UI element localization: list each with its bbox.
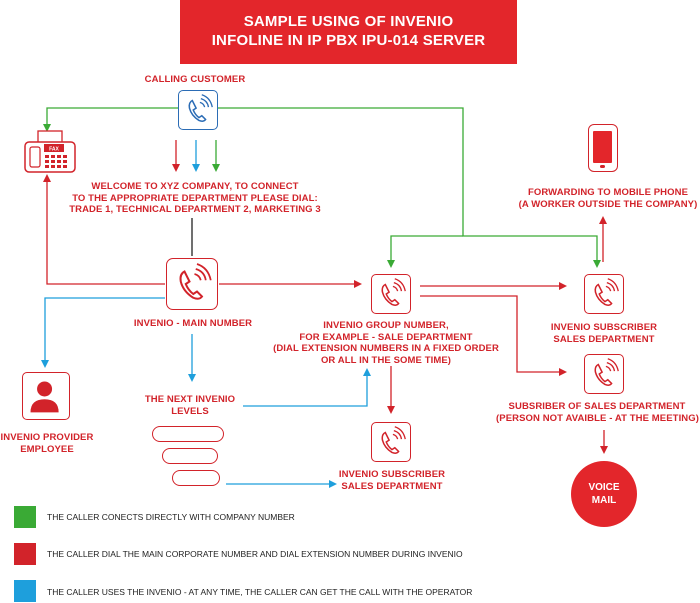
red-line-to-fax [43,174,165,285]
page-title: SAMPLE USING OF INVENIO INFOLINE IN IP P… [180,0,517,64]
welcome-line-1: WELCOME TO XYZ COMPANY, TO CONNECT [91,181,299,192]
subscriber-right-phone-icon [584,274,624,314]
level-bar-3 [172,470,220,486]
welcome-message: WELCOME TO XYZ COMPANY, TO CONNECT TO TH… [60,181,330,216]
person-icon [22,372,70,420]
group-number-line-3: (DIAL EXTENSION NUMBERS IN A FIXED ORDER [273,343,499,354]
main-number-label: INVENIO - MAIN NUMBER [133,318,253,329]
group-number-label: INVENIO GROUP NUMBER, FOR EXAMPLE - SALE… [266,320,506,366]
welcome-line-3: TRADE 1, TECHNICAL DEPARTMENT 2, MARKETI… [69,204,321,215]
provider-label: INVENIO PROVIDER EMPLOYEE [0,432,94,455]
calling-customer-phone-icon [178,90,218,130]
subscriber-right-line-2: SALES DEPARTMENT [553,333,655,345]
fax-machine-icon: FAX [24,130,76,174]
group-number-line-4: OR ALL IN THE SOME TIME) [320,354,452,366]
subscriber-absent-line-2: (PERSON NOT AVAIBLE - AT THE MEETING) [496,412,700,424]
subscriber-right-line-1: INVENIO SUBSCRIBER [550,322,658,333]
legend-text-red: THE CALLER DIAL THE MAIN CORPORATE NUMBE… [47,549,463,559]
forwarding-line-1: FORWARDING TO MOBILE PHONE [527,187,689,198]
group-number-phone-icon [371,274,411,314]
blue-line-to-provider [41,297,165,368]
voicemail-badge: VOICE MAIL [571,461,637,527]
title-line-1: SAMPLE USING OF INVENIO [243,13,454,30]
legend-text-blue: THE CALLER USES THE INVENIO - AT ANY TIM… [47,587,473,597]
blue-line-levels-to-group [243,368,371,407]
title-line-2: INFOLINE IN IP PBX IPU-014 SERVER [211,32,486,49]
legend-text-green: THE CALLER CONECTS DIRECTLY WITH COMPANY… [47,512,295,522]
red-line-group-absent [420,295,567,376]
main-number-phone-icon [166,258,218,310]
forwarding-label: FORWARDING TO MOBILE PHONE (A WORKER OUT… [516,187,700,210]
subscriber-absent-phone-icon [584,354,624,394]
voicemail-line-1: VOICE [588,482,620,493]
level-bar-1 [152,426,224,442]
group-number-line-1: INVENIO GROUP NUMBER, [323,320,449,331]
calling-customer-label: CALLING CUSTOMER [144,74,246,85]
provider-line-2: EMPLOYEE [20,443,74,455]
subscriber-bottom-line-2: SALES DEPARTMENT [341,480,443,492]
subscriber-bottom-phone-icon [371,422,411,462]
next-levels-label: THE NEXT INVENIO LEVELS [130,394,250,417]
subscriber-bottom-label: INVENIO SUBSCRIBER SALES DEPARTMENT [330,469,454,492]
voicemail-line-2: MAIL [591,495,617,506]
forwarding-line-2: (A WORKER OUTSIDE THE COMPANY) [518,198,698,210]
subscriber-absent-line-1: SUBSRIBER OF SALES DEPARTMENT [508,401,686,412]
subscriber-bottom-line-1: INVENIO SUBSCRIBER [338,469,446,480]
provider-line-1: INVENIO PROVIDER [0,432,94,443]
fax-label: FAX [49,147,59,153]
welcome-line-2: TO THE APPROPRIATE DEPARTMENT PLEASE DIA… [72,192,318,204]
level-bar-2 [162,448,218,464]
subscriber-right-label: INVENIO SUBSCRIBER SALES DEPARTMENT [542,322,666,345]
legend-swatch-blue [14,580,36,602]
green-line-to-group [387,235,463,268]
mobile-phone-icon [588,124,618,172]
subscriber-absent-label: SUBSRIBER OF SALES DEPARTMENT (PERSON NO… [496,401,700,424]
green-line-to-fax [43,107,178,132]
group-number-line-2: FOR EXAMPLE - SALE DEPARTMENT [299,331,473,343]
next-levels-line-1: THE NEXT INVENIO [144,394,236,405]
legend-swatch-green [14,506,36,528]
legend-swatch-red [14,543,36,565]
next-levels-line-2: LEVELS [171,405,209,417]
